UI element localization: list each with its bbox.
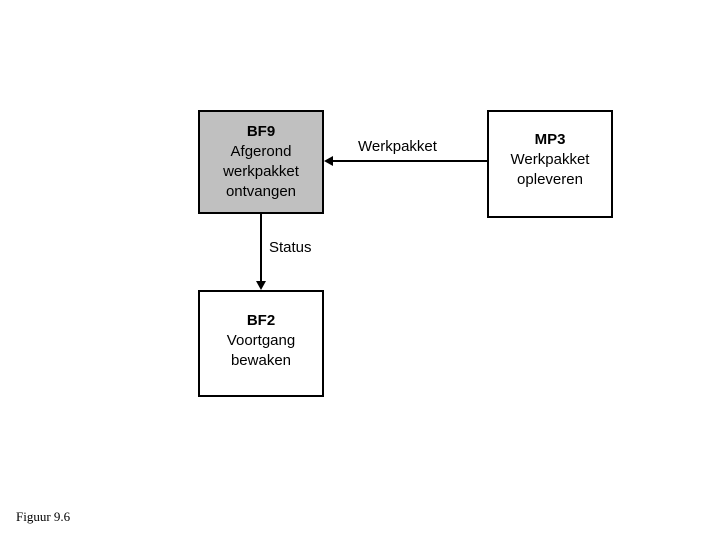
box-bf9-code: BF9 [246,123,276,140]
flow-arrow-status-line [260,214,262,282]
box-bf9-line4: ontvangen [225,183,297,200]
box-bf9-line3: werkpakket [223,163,299,180]
box-mp3-line3: opleveren [517,171,583,188]
flow-arrow-werkpakket-line [333,160,487,162]
box-mp3-line2: Werkpakket [510,151,590,168]
box-bf9-line2: Afgerond [230,143,292,160]
box-bf2-code: BF2 [246,311,276,329]
process-box-mp3[interactable]: MP3 Werkpakket opleveren [487,110,613,218]
flow-label-status: Status [269,239,312,256]
box-bf2-line3: bewaken [230,351,292,369]
flow-arrow-status-head-icon [256,281,266,290]
box-bf2-line2: Voortgang [226,331,296,349]
process-box-bf2[interactable]: BF2 Voortgang bewaken [198,290,324,397]
flow-label-werkpakket: Werkpakket [358,138,437,155]
flow-arrow-werkpakket-head-icon [324,156,333,166]
figure-caption: Figuur 9.6 [16,509,71,524]
box-mp3-code: MP3 [534,131,566,148]
process-box-bf9[interactable]: BF9 Afgerond werkpakket ontvangen [198,110,324,214]
